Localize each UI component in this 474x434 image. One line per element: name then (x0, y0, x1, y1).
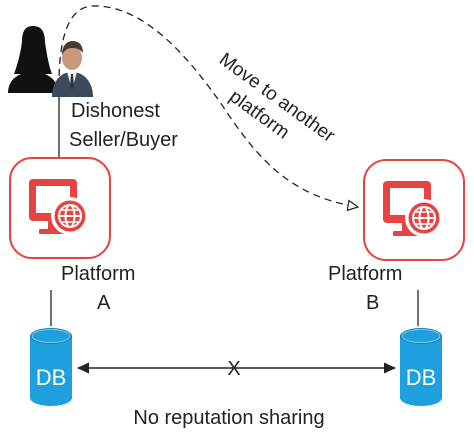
link-caption: No reputation sharing (133, 407, 324, 429)
platform-b-node (363, 159, 465, 261)
platform-b-label-line1: Platform (328, 263, 402, 285)
move-label: Move to another platform (215, 49, 339, 147)
db-b-label: DB (406, 365, 437, 390)
platform-a-node (9, 157, 111, 259)
computer-globe-icon (383, 181, 443, 237)
database-icon: DB (30, 328, 72, 406)
platform-a-label-line1: Platform (61, 263, 135, 285)
actor-caption-line2: Seller/Buyer (69, 129, 178, 151)
woman-silhouette-icon (8, 26, 58, 93)
businessman-icon (52, 41, 93, 97)
platform-a-label-line2: A (97, 292, 111, 314)
platform-b-label-line2: B (366, 292, 379, 314)
db-a-label: DB (36, 365, 67, 390)
database-icon: DB (400, 328, 442, 406)
computer-globe-icon (29, 179, 89, 235)
actor-caption-line1: Dishonest (71, 100, 160, 122)
link-cross-mark: X (227, 358, 240, 380)
